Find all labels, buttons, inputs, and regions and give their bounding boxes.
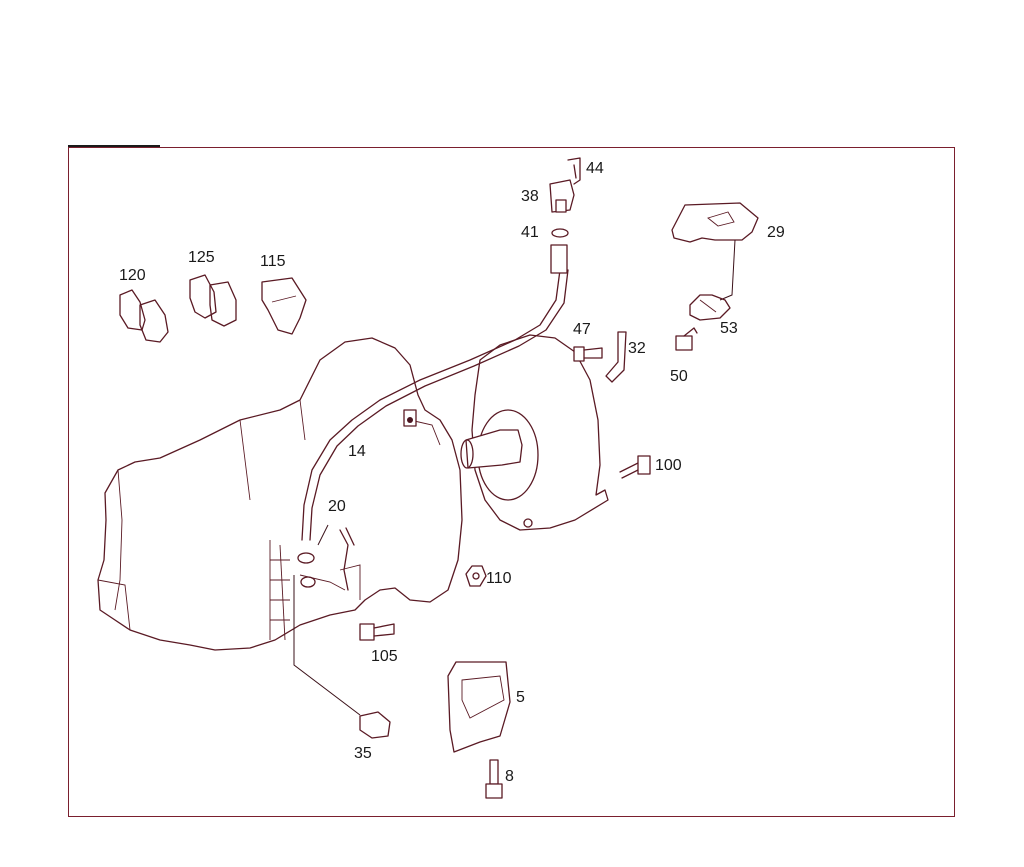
frame-corner-mark [68,145,160,147]
callout-115: 115 [260,253,286,270]
seal-20 [297,524,329,588]
cover-plate-5 [447,661,511,753]
nut-110 [465,565,487,587]
callout-41: 41 [521,224,539,241]
callout-120: 120 [119,267,146,284]
callout-53: 53 [720,320,738,337]
torque-converter [460,334,609,531]
diagram-frame [68,147,955,817]
seal-ring-41 [551,228,569,238]
callout-100: 100 [655,457,682,474]
callout-44: 44 [586,160,604,177]
connector-38 [549,179,575,213]
clip-115 [261,277,307,335]
callout-5: 5 [516,689,525,706]
clip-44 [567,157,581,185]
callout-35: 35 [354,745,372,762]
callout-110: 110 [486,570,512,587]
transmission-housing [97,337,463,651]
bracket-32 [605,331,627,383]
callout-38: 38 [521,188,539,205]
bolt-35 [293,575,391,739]
bolt-105 [359,623,395,641]
clip-120 [119,289,169,343]
callout-29: 29 [767,224,785,241]
callout-14: 14 [348,443,366,460]
bracket-29 [671,202,759,301]
callout-125: 125 [188,249,215,266]
callout-labels: 44 38 41 29 120 125 115 47 32 53 50 14 1… [119,160,785,785]
callout-20: 20 [328,498,346,515]
clip-125 [189,274,237,327]
callout-32: 32 [628,340,646,357]
bolt-8 [485,759,503,799]
shift-linkage [339,527,355,591]
callout-8: 8 [505,768,514,785]
callout-105: 105 [371,648,398,665]
bolt-47 [573,346,603,362]
bolt-100 [619,455,651,479]
bolt-50 [675,327,698,351]
callout-50: 50 [670,368,688,385]
clamp-53 [689,294,731,321]
line-14-pipe [301,244,569,541]
callout-47: 47 [573,321,591,338]
